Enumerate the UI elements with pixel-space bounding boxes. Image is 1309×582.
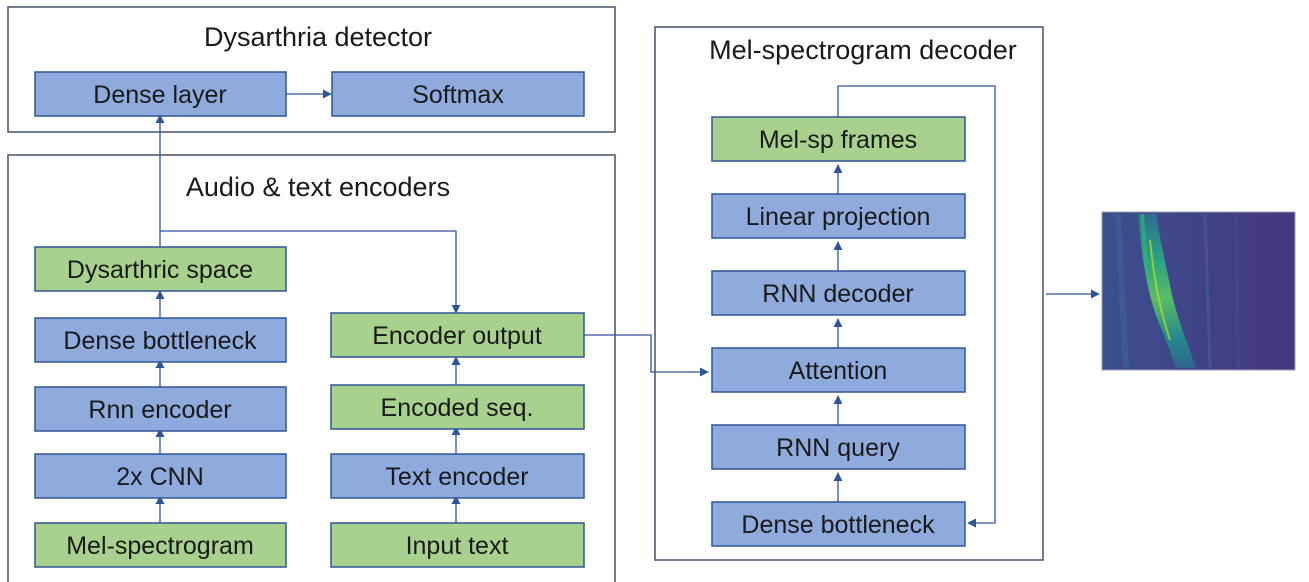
mel-spectrogram-input-label: Mel-spectrogram	[66, 532, 254, 560]
text-encoder-label: Text encoder	[385, 463, 528, 491]
rnn-decoder-label: RNN decoder	[762, 280, 913, 308]
rnn-query-label: RNN query	[776, 434, 900, 462]
rnn-decoder-box: RNN decoder	[711, 270, 966, 316]
encoders-panel-title: Audio & text encoders	[186, 172, 450, 202]
decoder-dense-bottleneck-box: Dense bottleneck	[711, 501, 966, 547]
text-encoder-box: Text encoder	[330, 453, 585, 499]
dense-layer-label: Dense layer	[93, 81, 226, 109]
audio-dense-bottleneck-label: Dense bottleneck	[63, 327, 257, 355]
rnn-query-box: RNN query	[711, 424, 966, 470]
input-text-label: Input text	[406, 532, 509, 560]
attention-box: Attention	[711, 347, 966, 393]
mel-sp-frames-box: Mel-sp frames	[711, 116, 966, 162]
dysarthric-space-label: Dysarthric space	[67, 256, 253, 284]
softmax-box: Softmax	[331, 71, 585, 117]
cnn-label: 2x CNN	[116, 463, 204, 491]
arrow-frames-feedback	[837, 85, 996, 528]
linear-projection-label: Linear projection	[746, 203, 931, 231]
input-text-box: Input text	[330, 522, 585, 568]
encoder-output-box: Encoder output	[330, 312, 585, 358]
attention-label: Attention	[789, 357, 888, 385]
encoder-output-label: Encoder output	[372, 322, 542, 350]
dense-layer-box: Dense layer	[34, 71, 287, 117]
connectors	[155, 85, 1100, 528]
arrow-space-to-encoder-output	[160, 230, 461, 314]
decoder-dense-bottleneck-label: Dense bottleneck	[741, 511, 935, 539]
mel-spectrogram-input-box: Mel-spectrogram	[34, 522, 287, 568]
dysarthric-space-box: Dysarthric space	[34, 246, 287, 292]
rnn-encoder-box: Rnn encoder	[34, 386, 287, 432]
rnn-encoder-label: Rnn encoder	[88, 396, 231, 424]
encoded-seq-box: Encoded seq.	[330, 384, 585, 430]
mel-sp-frames-label: Mel-sp frames	[759, 126, 917, 154]
softmax-label: Softmax	[412, 81, 504, 109]
audio-dense-bottleneck-box: Dense bottleneck	[34, 317, 287, 363]
arrow-output-to-attention	[584, 334, 709, 377]
cnn-box: 2x CNN	[34, 453, 287, 499]
spectrogram-output-image	[1101, 211, 1296, 371]
encoded-seq-label: Encoded seq.	[381, 394, 534, 422]
decoder-panel-title: Mel-spectrogram decoder	[709, 35, 1017, 65]
encoders-panel: Audio & text encoders	[7, 154, 616, 582]
linear-projection-box: Linear projection	[711, 193, 966, 239]
detector-panel-title: Dysarthria detector	[204, 22, 432, 52]
